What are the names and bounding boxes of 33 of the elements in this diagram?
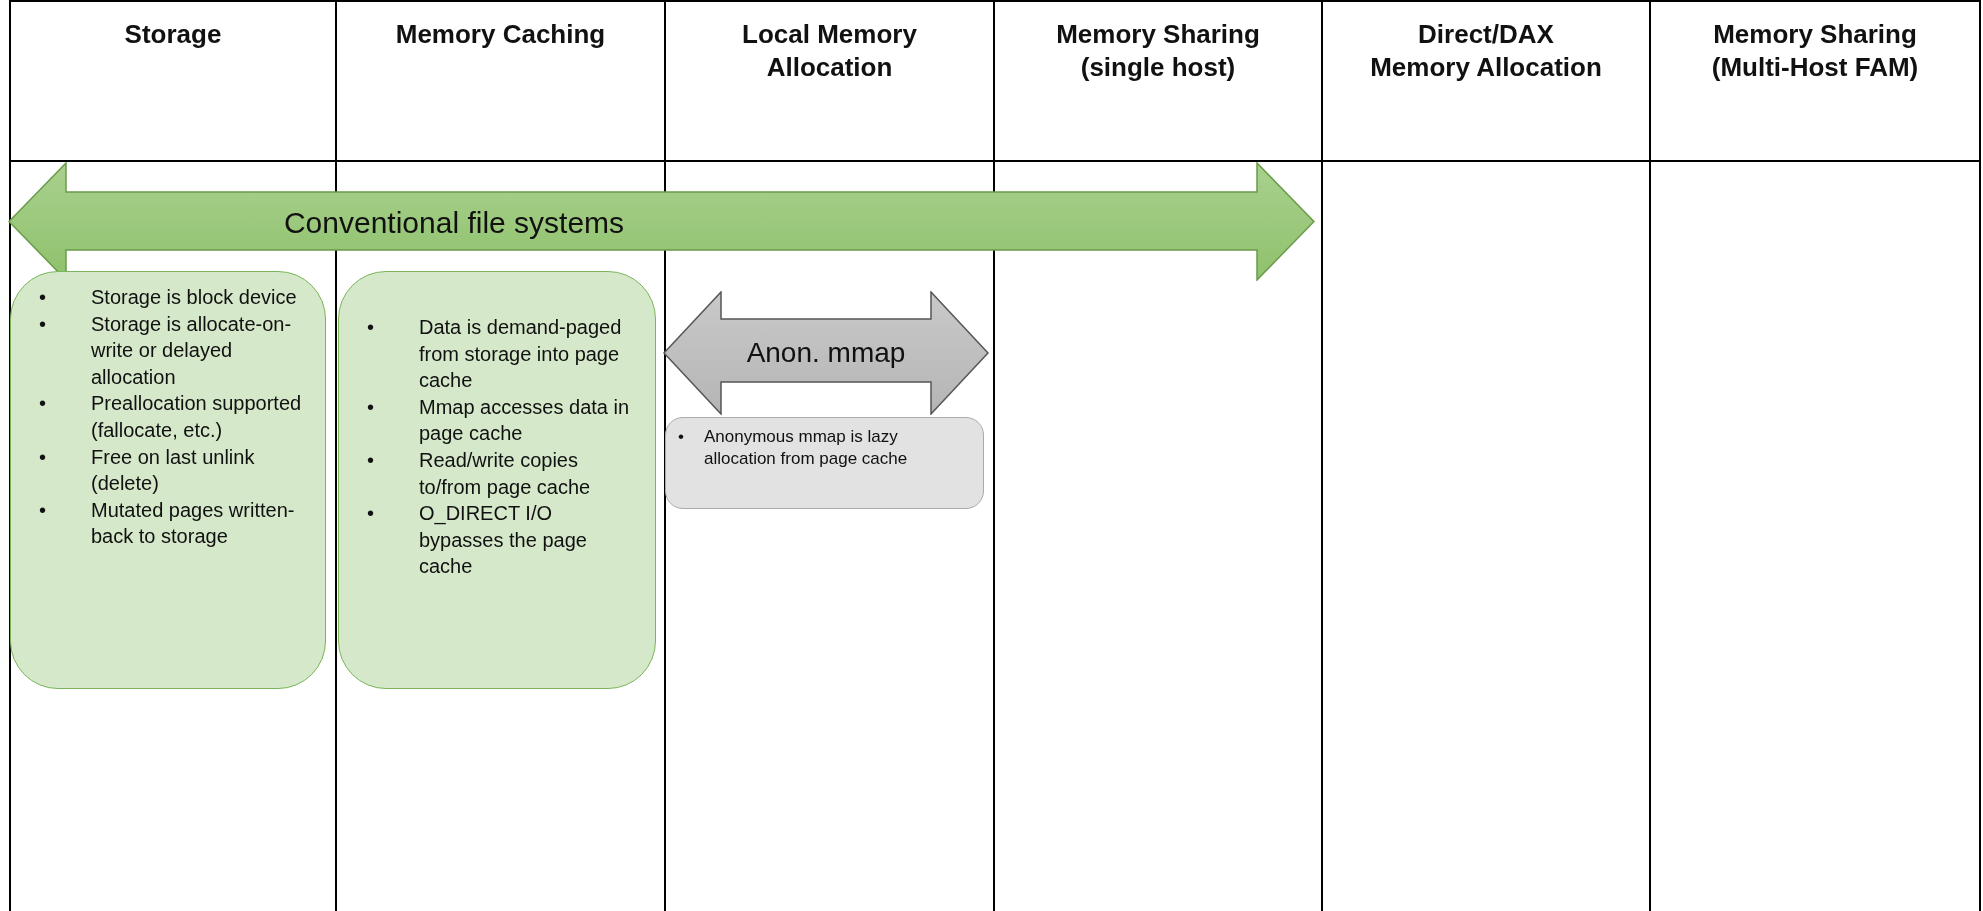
- bullet-text: Anonymous mmap is lazy allocation from page cache: [704, 426, 909, 471]
- column-header: Local Memory Allocation: [741, 18, 918, 83]
- column-header: Memory Sharing (Multi-Host FAM): [1710, 18, 1920, 83]
- column-header: Memory Caching: [394, 18, 607, 51]
- bullet-marker: •: [677, 426, 685, 448]
- bullet-text: Preallocation supported (fallocate, etc.): [91, 391, 303, 443]
- column-header: Storage: [123, 18, 223, 51]
- rounded-text-box: [665, 417, 984, 509]
- bullet-text: Storage is allocate-on-write or delayed allocation: [91, 311, 293, 390]
- bullet-text: Storage is block device: [91, 285, 298, 310]
- bullet-text: Mmap accesses data in page cache: [419, 394, 631, 447]
- double-arrow-shape: [663, 291, 989, 415]
- bullet-marker: •: [366, 394, 375, 420]
- bullet-marker: •: [38, 311, 47, 337]
- column-header: Memory Sharing (single host): [1055, 18, 1261, 83]
- bullet-marker: •: [366, 447, 375, 473]
- bullet-text: Read/write copies to/from page cache: [419, 447, 592, 500]
- arrow-label: Anon. mmap: [745, 336, 907, 370]
- bullet-text: O_DIRECT I/O bypasses the page cache: [419, 501, 588, 580]
- rounded-text-box: [10, 271, 326, 689]
- rounded-text-box: [338, 271, 656, 689]
- double-arrow-banner: [8, 162, 1315, 281]
- bullet-marker: •: [38, 285, 47, 310]
- column-header: Direct/DAX Memory Allocation: [1369, 18, 1603, 83]
- bullet-marker: •: [38, 391, 47, 417]
- bullet-text: Mutated pages written-back to storage: [91, 497, 296, 550]
- arrow-label: Conventional file systems: [282, 205, 626, 241]
- bullet-marker: •: [366, 315, 375, 340]
- bullet-marker: •: [366, 501, 375, 527]
- bullet-marker: •: [38, 497, 47, 523]
- bullet-text: Data is demand-paged from storage into page cache: [419, 315, 623, 394]
- bullet-text: Free on last unlink (delete): [91, 444, 256, 497]
- bullet-marker: •: [38, 444, 47, 470]
